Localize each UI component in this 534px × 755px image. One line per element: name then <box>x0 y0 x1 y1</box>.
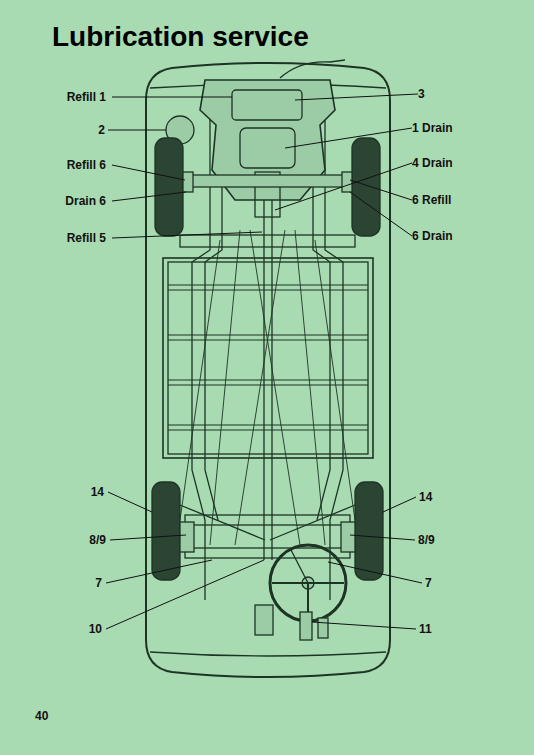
callout-label: 3 <box>418 87 425 101</box>
callout-label: Drain 6 <box>65 194 106 208</box>
callout-label: 2 <box>98 123 105 137</box>
callout-label: 4 Drain <box>412 156 453 170</box>
callout-label: 10 <box>89 622 102 636</box>
page-number: 40 <box>35 709 48 723</box>
callout-label: 8/9 <box>89 533 106 547</box>
callout-label: Refill 6 <box>67 158 106 172</box>
callout-label: 7 <box>425 576 432 590</box>
callout-label: 1 Drain <box>412 121 453 135</box>
callout-label: 8/9 <box>418 533 435 547</box>
page-title: Lubrication service <box>52 20 309 54</box>
callout-label: Refill 1 <box>67 90 106 104</box>
callout-label: 11 <box>419 622 432 636</box>
callout-label: 14 <box>419 490 432 504</box>
callout-label: 6 Drain <box>412 229 453 243</box>
callout-label: 14 <box>91 485 104 499</box>
callout-label: Refill 5 <box>67 231 106 245</box>
callout-label: 7 <box>95 576 102 590</box>
callout-label: 6 Refill <box>412 193 451 207</box>
